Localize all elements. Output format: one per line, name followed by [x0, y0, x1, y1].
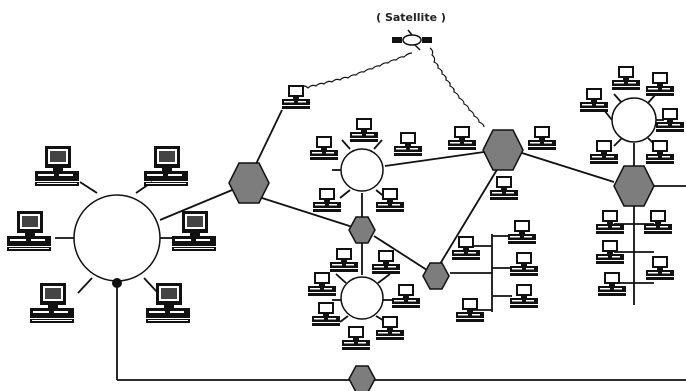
link-mid-hex-to-bottom-hex [373, 235, 431, 273]
gateway-hex-bottom [422, 262, 450, 290]
link-left-hex-to-mid-hex [261, 197, 363, 231]
token-ring-center-upper [340, 148, 384, 192]
gateway-hex-right [613, 165, 655, 207]
workstation-computer-icon [30, 283, 74, 323]
workstation-computer-icon [646, 72, 674, 96]
satellite-workstation-icon [282, 85, 310, 109]
workstation-computer-icon [646, 256, 674, 280]
token-ring-center-lower [340, 276, 384, 320]
link-upper-ring-to-top-hex [384, 151, 485, 167]
link-left-hex-to-satellite-pc [255, 109, 283, 165]
microwave-link-right [429, 47, 485, 128]
workstation-computer-icon [508, 220, 536, 244]
workstation-computer-icon [590, 140, 618, 164]
workstation-computer-icon [598, 272, 626, 296]
backbone-tap-dot [112, 278, 122, 288]
workstation-computer-icon [146, 283, 190, 323]
workstation-computer-icon [612, 66, 640, 90]
gateway-hex-middle [348, 216, 376, 244]
workstation-computer-icon [448, 126, 476, 150]
satellite-label: ( Satellite ) [376, 11, 446, 24]
workstation-computer-icon [350, 118, 378, 142]
workstation-computer-icon [35, 146, 79, 186]
workstation-computer-icon [7, 211, 51, 251]
link-top-hex-to-right-hex [521, 152, 615, 183]
workstation-computer-icon [172, 211, 216, 251]
gateway-hex-left [228, 162, 270, 204]
workstation-computer-icon [376, 316, 404, 340]
workstation-computer-icon [510, 252, 538, 276]
workstation-computer-icon [330, 248, 358, 272]
workstation-computer-icon [580, 88, 608, 112]
workstation-computer-icon [376, 188, 404, 212]
workstation-computer-icon [646, 140, 674, 164]
workstation-computer-icon [144, 146, 188, 186]
satellite-icon [392, 29, 432, 51]
token-ring-left-large [73, 194, 161, 282]
microwave-link-left [299, 52, 413, 89]
gateway-hex-backbone [348, 365, 376, 391]
workstation-computer-icon [310, 136, 338, 160]
gateway-hex-top [482, 129, 524, 171]
workstation-computer-icon [596, 210, 624, 234]
workstation-computer-icon [313, 188, 341, 212]
workstation-computer-icon [510, 284, 538, 308]
token-ring-right [611, 97, 657, 143]
workstation-computer-icon [308, 272, 336, 296]
workstation-computer-icon [392, 284, 420, 308]
workstation-computer-icon [452, 236, 480, 260]
workstation-computer-icon [528, 126, 556, 150]
satellite-links [299, 47, 485, 128]
workstation-computer-icon [372, 250, 400, 274]
workstation-computer-icon [490, 176, 518, 200]
workstation-computer-icon [394, 132, 422, 156]
rings [73, 97, 657, 320]
link-bottom-hex-to-top-hex [439, 167, 499, 265]
workstation-computer-icon [342, 326, 370, 350]
workstation-computer-icon [644, 210, 672, 234]
workstation-computer-icon [312, 302, 340, 326]
